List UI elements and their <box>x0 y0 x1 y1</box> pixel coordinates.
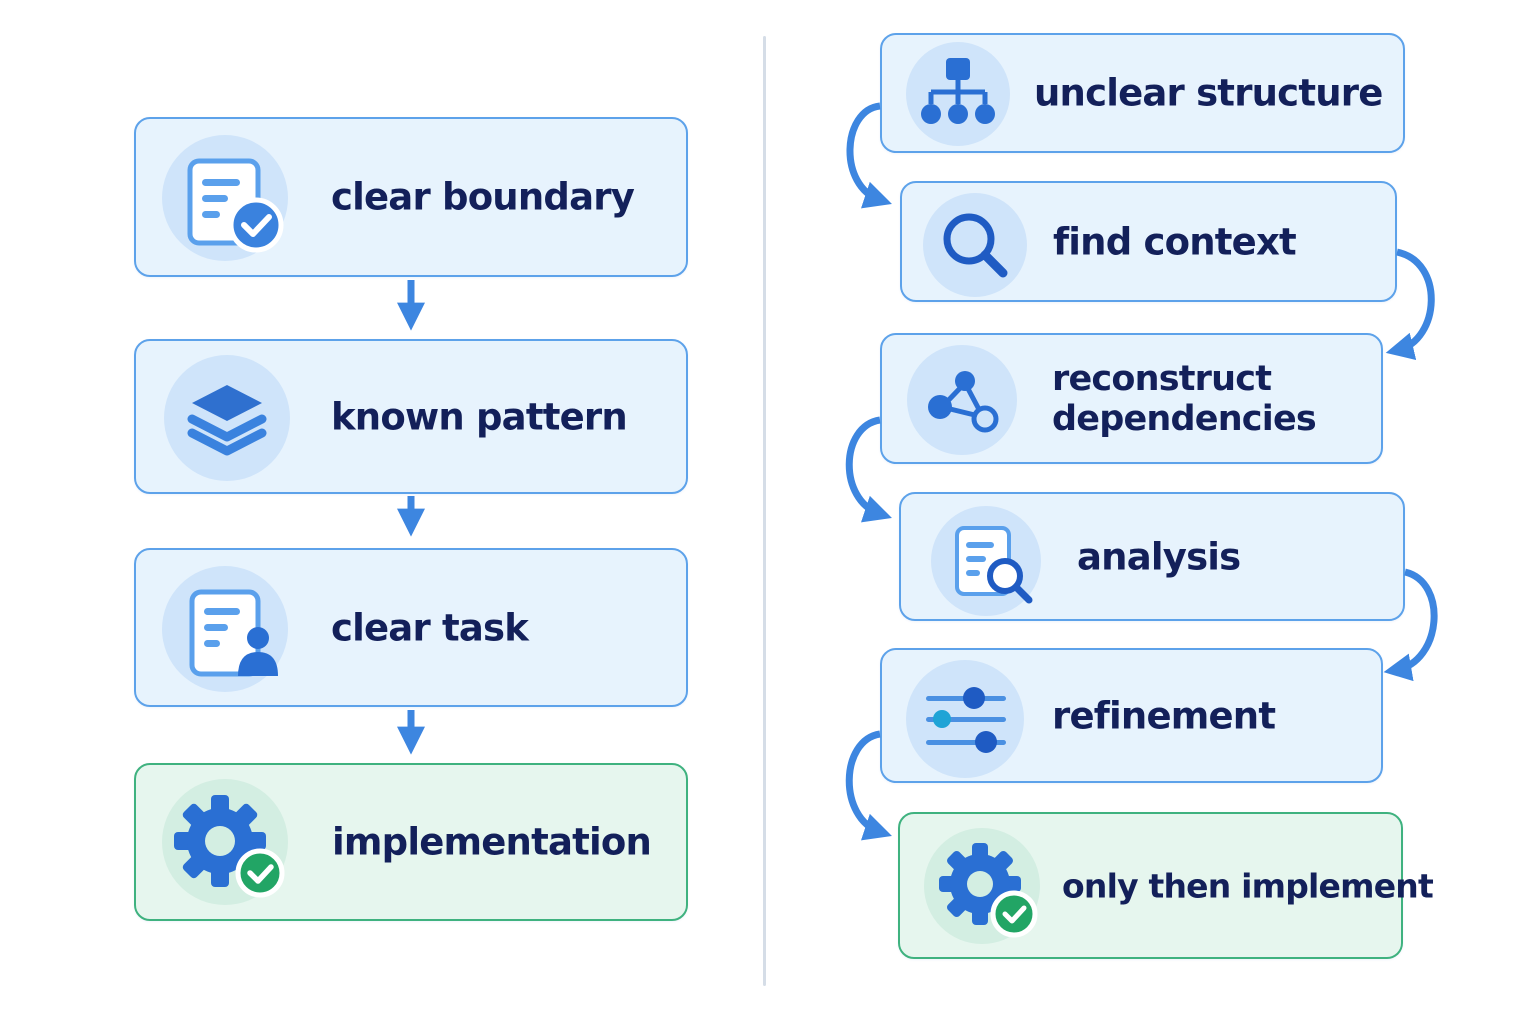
column-divider <box>763 36 766 986</box>
arrow-curve-1 <box>846 102 892 209</box>
step-only-then-implement: only then implement <box>898 812 1434 959</box>
layers-icon <box>164 355 290 481</box>
search-icon <box>923 193 1027 297</box>
step-label: only then implement <box>1062 866 1434 905</box>
step-label: reconstruct dependencies <box>1052 358 1317 439</box>
hierarchy-icon <box>906 42 1010 146</box>
step-clear-task: clear task <box>134 548 688 707</box>
document-check-icon <box>162 135 288 261</box>
step-reconstruct-dependencies: reconstruct dependencies <box>880 333 1383 464</box>
step-known-pattern: known pattern <box>134 339 688 494</box>
step-unclear-structure: unclear structure <box>880 33 1405 153</box>
step-label: find context <box>1053 220 1297 263</box>
graph-nodes-icon <box>907 345 1017 455</box>
step-refinement: refinement <box>880 648 1383 783</box>
sliders-icon <box>906 660 1024 778</box>
step-find-context: find context <box>900 181 1397 302</box>
step-label: clear task <box>331 606 529 649</box>
gear-check-icon <box>924 828 1040 944</box>
gear-check-icon <box>162 779 288 905</box>
step-label: refinement <box>1052 694 1276 737</box>
step-label: clear boundary <box>331 175 635 219</box>
step-implementation: implementation <box>134 763 688 921</box>
step-label: known pattern <box>331 395 628 438</box>
step-label: analysis <box>1077 535 1241 578</box>
step-analysis: analysis <box>899 492 1405 621</box>
step-clear-boundary: clear boundary <box>134 117 688 277</box>
step-label: implementation <box>332 820 652 864</box>
document-user-icon <box>162 566 288 692</box>
arrow-curve-2 <box>1385 248 1435 361</box>
arrow-curve-3 <box>845 416 892 523</box>
document-search-icon <box>931 506 1041 616</box>
step-label: unclear structure <box>1034 71 1383 115</box>
arrow-curve-5 <box>845 730 892 841</box>
